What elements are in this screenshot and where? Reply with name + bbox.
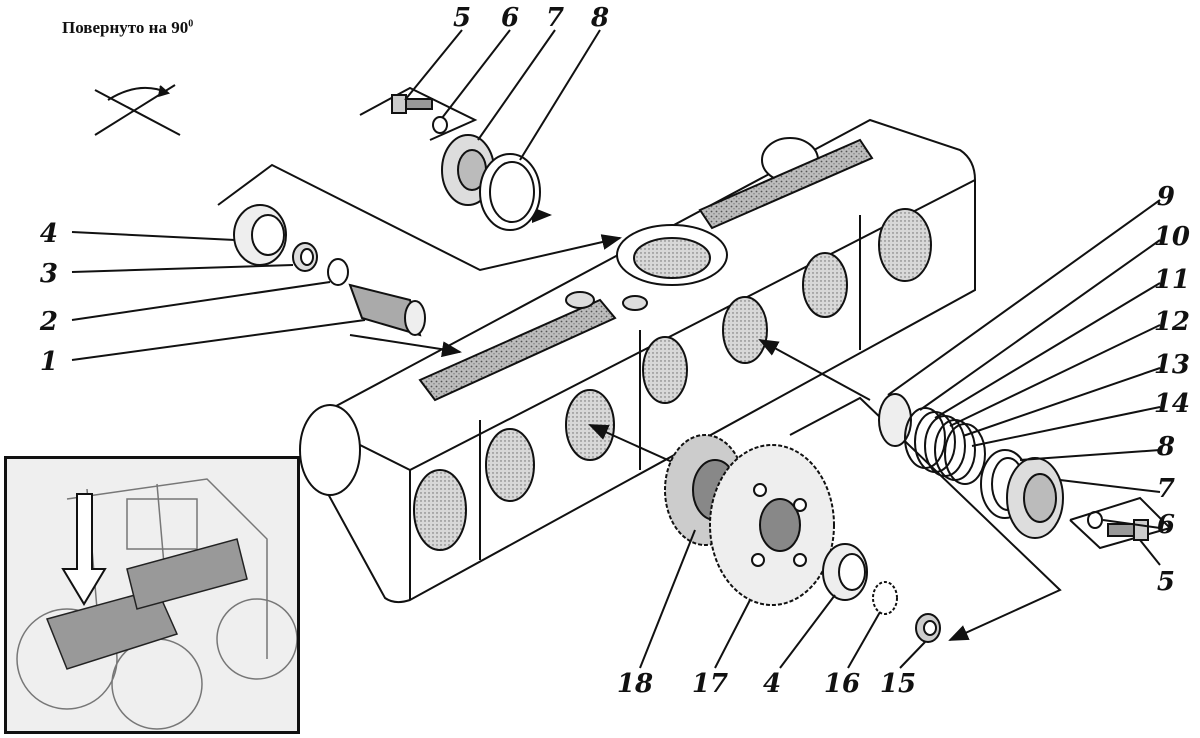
callout-14: 14 [1154, 389, 1190, 419]
rotation-note: Повернуто на 900 [62, 18, 194, 37]
location-inset [4, 456, 300, 734]
callout-16: 16 [824, 669, 860, 699]
callout-leaders [71, 29, 1161, 669]
lock-washer-6-top [432, 116, 448, 134]
gasket-8-top [479, 153, 541, 231]
callout-17: 17 [692, 669, 728, 699]
callout-13: 13 [1154, 350, 1190, 380]
shim-stack-9-14 [878, 393, 986, 485]
snap-ring-2 [327, 258, 349, 286]
callout-7-top: 7 [546, 3, 564, 33]
callout-8-top: 8 [590, 3, 609, 33]
lock-washer-16 [872, 581, 898, 615]
washer-3 [292, 242, 318, 272]
down-arrow-icon [61, 493, 107, 606]
tractor-sketch [7, 459, 297, 731]
callout-11: 11 [1154, 265, 1190, 295]
callout-12: 12 [1154, 307, 1190, 337]
bearing-4-top [233, 204, 287, 266]
callout-6-right: 6 [1157, 510, 1175, 540]
gearbox-housing [299, 118, 976, 604]
callout-2: 2 [39, 307, 58, 337]
cover-7-right [1006, 457, 1064, 539]
callout-7-right: 7 [1157, 474, 1175, 504]
gear-17 [709, 444, 835, 606]
callout-1: 4 [40, 219, 58, 249]
lock-washer-6-right [1087, 511, 1103, 529]
callout-8-right: 8 [1156, 432, 1175, 462]
callout-10: 10 [1154, 222, 1190, 252]
callout-labels: 4 3 2 1 5 6 7 8 9 10 11 12 13 14 8 7 6 5… [39, 3, 1190, 699]
callout-18: 18 [617, 669, 653, 699]
callout-4-bottom: 4 [763, 669, 781, 699]
splined-shaft-1 [348, 283, 426, 337]
callout-5-top: 5 [453, 3, 471, 33]
callout-3: 3 [40, 259, 58, 289]
callout-6-top: 6 [501, 3, 519, 33]
rotation-axis-icon [94, 84, 181, 136]
bearing-4-bottom [822, 543, 868, 601]
callout-1b: 1 [40, 347, 58, 377]
callout-5-right: 5 [1157, 567, 1175, 597]
callout-15: 15 [880, 669, 916, 699]
callout-9: 9 [1157, 182, 1175, 212]
nut-15 [915, 613, 941, 643]
bolt-5-top [391, 94, 433, 114]
